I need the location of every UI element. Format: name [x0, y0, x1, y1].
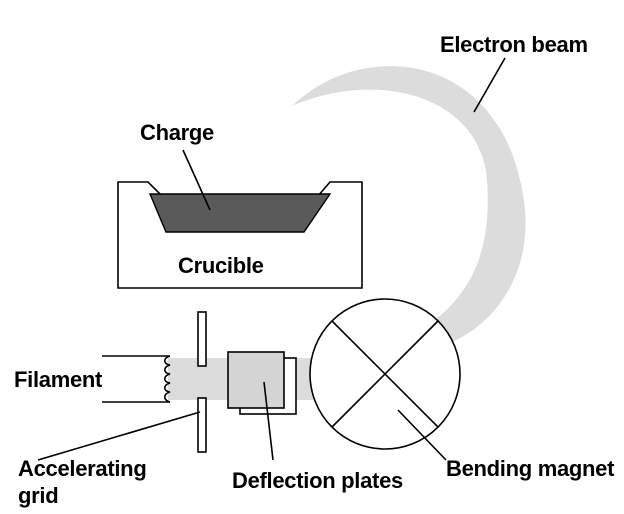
- charge-leader-line: [182, 149, 211, 211]
- label-filament: Filament: [14, 367, 103, 392]
- bending-magnet-leader-line: [397, 409, 447, 461]
- label-charge: Charge: [140, 120, 214, 145]
- label-accelerating: Accelerating: [18, 456, 146, 481]
- accelerating-grid-lower: [197, 397, 207, 453]
- crucible-body: [117, 181, 363, 289]
- electron-beam-leader-line: [473, 57, 506, 113]
- label-crucible: Crucible: [178, 253, 264, 278]
- label-deflection-plates: Deflection plates: [232, 468, 403, 493]
- label-grid: grid: [18, 483, 58, 508]
- charge-material: [148, 193, 332, 233]
- bending-magnet-cross-2: [331, 320, 439, 428]
- filament-coil: [163, 355, 171, 403]
- label-bending-magnet: Bending magnet: [446, 456, 615, 481]
- accelerating-grid-upper: [197, 311, 207, 367]
- deflection-plate-front: [227, 351, 285, 409]
- label-electron-beam: Electron beam: [440, 32, 588, 57]
- electron-beam-curve: [292, 66, 526, 348]
- accelerating-grid-leader-line: [37, 411, 201, 461]
- deflection-plates-leader-line: [263, 381, 274, 461]
